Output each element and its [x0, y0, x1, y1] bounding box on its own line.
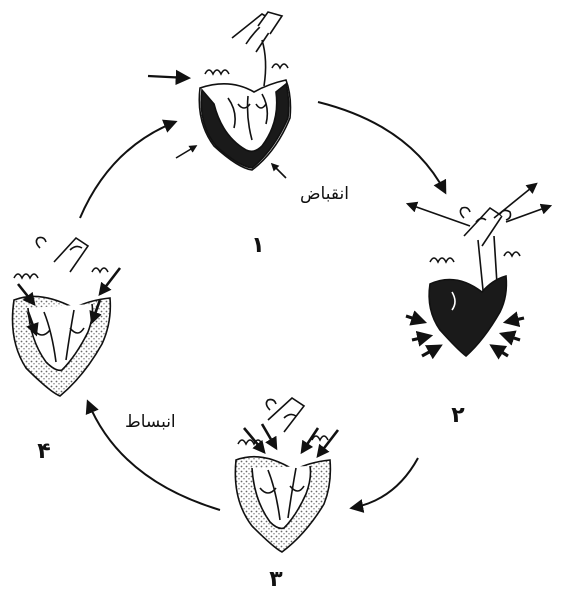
stage-3-number: ۳	[269, 567, 283, 592]
heart-stage-4-icon	[13, 238, 121, 397]
cycle-arrow-icon	[318, 102, 445, 192]
stage-2-number: ۲	[451, 403, 465, 428]
heart-stage-3-icon	[235, 398, 338, 552]
relaxation-label: انبساط	[125, 412, 176, 432]
cycle-arrow-icon	[352, 458, 418, 508]
stage-1-number: ۱	[251, 233, 264, 258]
heart-stage-1-icon	[148, 12, 291, 178]
stage-4-number: ۴	[37, 439, 50, 464]
cycle-arrow-icon	[80, 122, 175, 218]
contraction-label: انقباض	[300, 184, 349, 204]
heart-stage-2-icon	[406, 184, 550, 356]
